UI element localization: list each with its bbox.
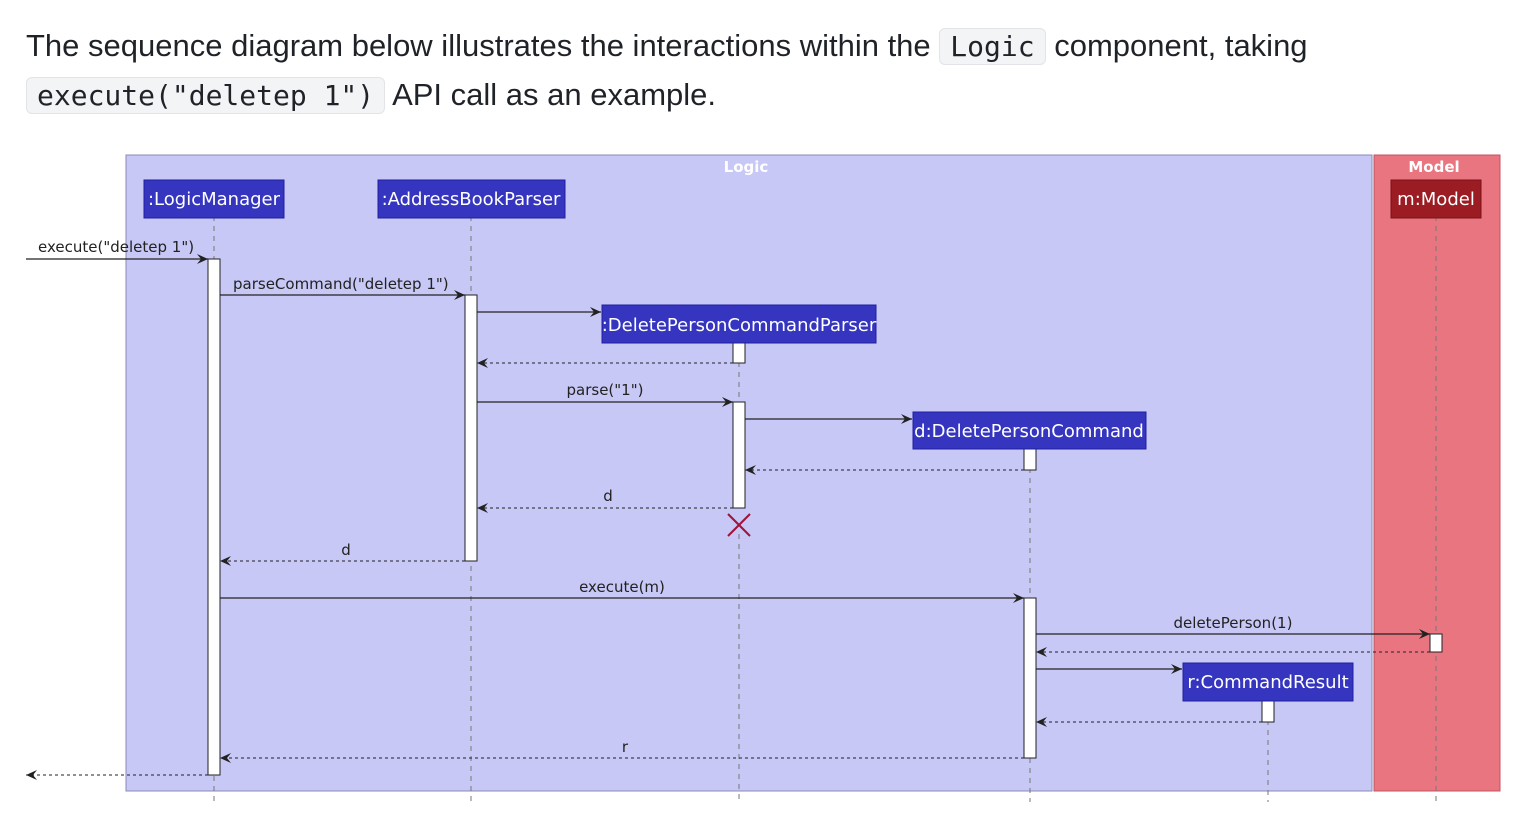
message-parse-command: parseCommand("deletep 1") bbox=[220, 275, 465, 300]
message-return-r: r bbox=[220, 738, 1024, 763]
message-execute-deletep: execute("deletep 1") bbox=[26, 238, 208, 264]
message-return-d-to-parser: d bbox=[477, 487, 733, 513]
participant-delete-person-command-parser: :DeletePersonCommandParser bbox=[601, 304, 877, 344]
svg-text::LogicManager: :LogicManager bbox=[148, 189, 281, 210]
activation-command-result bbox=[1261, 699, 1275, 723]
svg-text:r: r bbox=[622, 738, 629, 756]
svg-text:d: d bbox=[603, 487, 613, 505]
participant-model: m:Model bbox=[1390, 179, 1482, 219]
group-model bbox=[1373, 154, 1501, 792]
sequence-diagram: Logic Model execute("deletep 1") parseCo… bbox=[26, 154, 1501, 802]
message-delete-person: deletePerson(1) bbox=[1036, 614, 1430, 639]
participant-logic-manager: :LogicManager bbox=[143, 179, 285, 219]
svg-text:d: d bbox=[341, 541, 351, 559]
inline-code-logic: Logic bbox=[939, 28, 1046, 65]
svg-text:d:DeletePersonCommand: d:DeletePersonCommand bbox=[914, 421, 1144, 442]
svg-text:parseCommand("deletep 1"): parseCommand("deletep 1") bbox=[233, 275, 449, 293]
activation-address-book-parser bbox=[464, 294, 478, 562]
activation-logic-manager bbox=[207, 258, 221, 776]
inline-code-execute: execute("deletep 1") bbox=[26, 77, 386, 114]
svg-text:deletePerson(1): deletePerson(1) bbox=[1174, 614, 1293, 632]
message-parse: parse("1") bbox=[477, 381, 733, 407]
svg-text:execute("deletep 1"): execute("deletep 1") bbox=[38, 238, 194, 256]
activation-delete-person-command-create bbox=[1023, 447, 1037, 471]
participant-address-book-parser: :AddressBookParser bbox=[377, 179, 566, 219]
intro-suffix: API call as an example. bbox=[392, 77, 717, 112]
svg-text:execute(m): execute(m) bbox=[579, 578, 665, 596]
intro-prefix: The sequence diagram below illustrates t… bbox=[26, 28, 931, 63]
svg-text:parse("1"): parse("1") bbox=[567, 381, 644, 399]
message-execute-m: execute(m) bbox=[220, 578, 1024, 603]
group-logic-label: Logic bbox=[724, 158, 769, 176]
intro-middle: component, taking bbox=[1054, 28, 1308, 63]
participant-command-result: r:CommandResult bbox=[1182, 662, 1354, 702]
svg-text:m:Model: m:Model bbox=[1397, 189, 1475, 210]
activation-delete-person-command-parser bbox=[732, 401, 746, 509]
group-model-label: Model bbox=[1408, 158, 1459, 176]
activation-delete-person-command-parser-create bbox=[732, 341, 746, 364]
activation-model bbox=[1429, 633, 1443, 653]
activation-delete-person-command bbox=[1023, 597, 1037, 759]
destroy-marker bbox=[727, 513, 751, 537]
intro-paragraph: The sequence diagram below illustrates t… bbox=[26, 22, 1496, 120]
participant-delete-person-command: d:DeletePersonCommand bbox=[912, 411, 1147, 450]
svg-text:r:CommandResult: r:CommandResult bbox=[1187, 672, 1348, 693]
message-return-d-to-logic-manager: d bbox=[220, 541, 465, 566]
svg-text::AddressBookParser: :AddressBookParser bbox=[382, 189, 561, 210]
svg-text::DeletePersonCommandParser: :DeletePersonCommandParser bbox=[602, 315, 877, 336]
